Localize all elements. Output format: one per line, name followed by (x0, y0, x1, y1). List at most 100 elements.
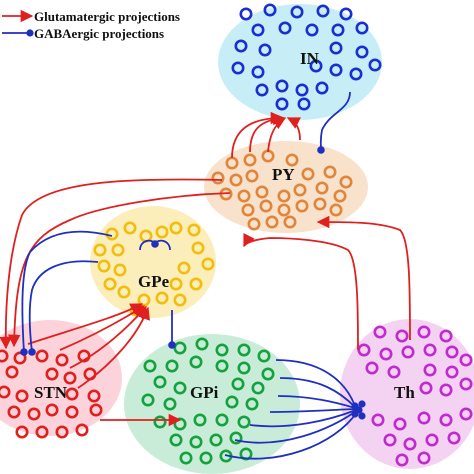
region-py-label: PY (272, 165, 295, 184)
neuron-cell-py (285, 153, 299, 167)
region-th-label: Th (394, 383, 415, 402)
region-gpi-label: GPi (190, 383, 219, 402)
neuron-cell-py (313, 197, 327, 211)
neuron-cell-gpe (169, 277, 183, 291)
neuron-cell-gpi (215, 343, 229, 357)
neuron-cell-th (371, 413, 385, 427)
neuron-cell-th (379, 347, 393, 361)
region-stn-label: STN (34, 383, 68, 402)
region-stn-blob (0, 320, 122, 436)
neuron-cell-th (439, 329, 453, 343)
neuron-cell-gpe (137, 293, 151, 307)
neuron-cell-stn (27, 407, 41, 421)
neuron-cell-gpi (261, 367, 275, 381)
neuron-cell-py (333, 189, 347, 203)
neuron-cell-in (278, 21, 292, 35)
neuron-cell-gpe (177, 261, 191, 275)
neuron-cell-th (403, 437, 417, 451)
neuron-cell-in (295, 83, 309, 97)
projection-th-to-py (243, 233, 359, 351)
neuron-cell-py (323, 165, 337, 179)
neuron-cell-th (373, 325, 387, 339)
neuron-cell-py (329, 203, 343, 217)
inhibitory-terminal (317, 146, 325, 154)
neuron-cell-th (417, 451, 431, 465)
neuron-cell-in (368, 58, 382, 72)
neuron-cell-gpi (189, 435, 203, 449)
neuron-cell-gpe (111, 243, 125, 257)
neuron-cell-in (297, 97, 311, 111)
neuron-cell-gpi (189, 355, 203, 369)
neuron-cell-stn (45, 403, 59, 417)
neuron-cell-gpe (187, 223, 201, 237)
neuron-cell-gpi (169, 433, 183, 447)
neuron-cell-gpi (173, 381, 187, 395)
neuron-cell-stn (35, 349, 49, 363)
neuron-cell-gpi (229, 431, 243, 445)
neuron-cell-gpi (215, 413, 229, 427)
neuron-cell-in (331, 23, 345, 37)
neuron-cell-in (258, 43, 272, 57)
neuron-cell-stn (35, 425, 49, 439)
neuron-cell-py (259, 199, 273, 213)
neuron-cell-py (277, 189, 291, 203)
projection-py-to-stn (7, 192, 231, 348)
neuron-cell-in (231, 61, 245, 75)
neuron-cell-gpi (237, 361, 251, 375)
neuron-cell-in (315, 81, 329, 95)
neuron-cell-py (301, 167, 315, 181)
neuron-cell-th (459, 353, 473, 367)
neuron-cell-py (241, 203, 255, 217)
inhibitory-terminal (151, 240, 159, 248)
neuron-cell-py (237, 189, 251, 203)
neuron-cell-in (329, 63, 343, 77)
neuron-cell-gpi (143, 359, 157, 373)
neuron-cell-stn (15, 389, 29, 403)
neuron-cell-in (251, 65, 265, 79)
neuron-cell-in (255, 83, 269, 97)
neuron-cell-th (459, 407, 473, 421)
neuron-cell-in (275, 79, 289, 93)
neuron-cell-gpe (93, 243, 107, 257)
region-gpe-label: GPe (138, 272, 170, 291)
neuron-cell-gpe (113, 263, 127, 277)
neuron-cell-gpe (201, 257, 215, 271)
neuron-cell-in (234, 39, 248, 53)
neuron-cell-th (439, 413, 453, 427)
region-gpe-blob (90, 206, 216, 318)
glutamatergic-projections (0, 111, 411, 427)
neuron-cell-gpi (257, 349, 271, 363)
inhibitory-terminal (358, 400, 366, 408)
neuron-cell-gpi (193, 413, 207, 427)
neuron-cell-stn (63, 371, 77, 385)
region-in-label: IN (300, 49, 320, 68)
neuron-cell-py (229, 173, 243, 187)
neuron-cell-gpi (209, 433, 223, 447)
neuron-cell-stn (5, 365, 19, 379)
neuron-cell-in (251, 23, 265, 37)
neuron-cell-th (393, 417, 407, 431)
inhibitory-terminal (351, 410, 359, 418)
neuron-cell-stn (0, 349, 9, 363)
neuron-cell-py (277, 203, 291, 217)
neuron-cell-gpi (165, 359, 179, 373)
neuron-cell-py (293, 183, 307, 197)
neuron-cell-th (383, 433, 397, 447)
neuron-cell-th (423, 363, 437, 377)
neuron-cell-in (349, 67, 363, 81)
neuron-cell-th (417, 325, 431, 339)
neuron-cell-gpe (173, 293, 187, 307)
neuron-cell-gpe (123, 221, 137, 235)
neuron-cell-stn (89, 403, 103, 417)
neuron-cell-stn (87, 389, 101, 403)
neuron-cell-gpi (141, 393, 155, 407)
neuron-cell-th (387, 365, 401, 379)
neuron-cell-th (445, 365, 459, 379)
neuron-cell-in (316, 4, 330, 18)
neuron-cell-py (255, 185, 269, 199)
neuron-cell-gpi (153, 375, 167, 389)
neuron-cell-in (290, 5, 304, 19)
neuron-cell-gpe (97, 259, 111, 273)
neuron-cell-gpi (225, 395, 239, 409)
